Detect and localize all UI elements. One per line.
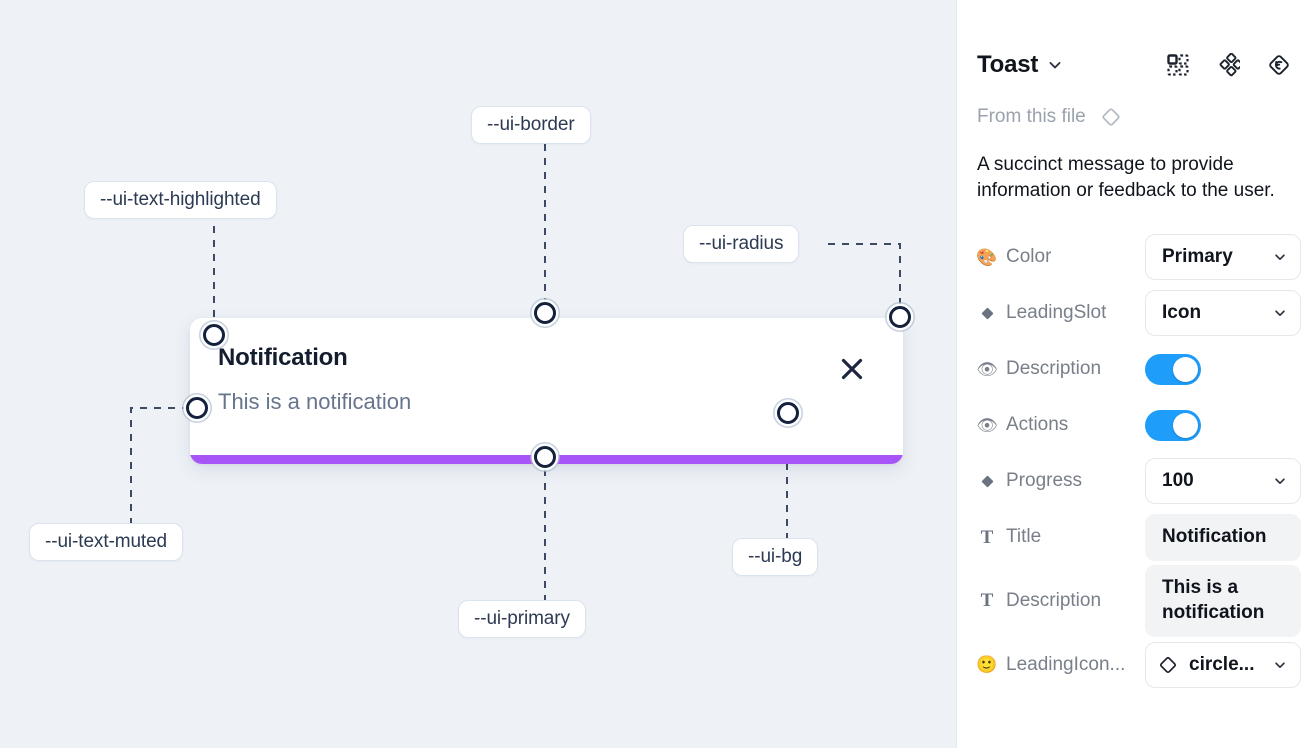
property-row-title: T Title Notification <box>977 509 1301 565</box>
description-input[interactable]: This is a notification <box>1145 565 1301 637</box>
diamond-icon <box>977 474 997 489</box>
component-cluster-icon[interactable] <box>1216 53 1240 77</box>
eye-emoji-icon: 👁 <box>977 359 998 379</box>
description-toggle[interactable] <box>1145 353 1201 385</box>
property-label-leading-icon: 🙂 LeadingIcon... <box>977 653 1126 675</box>
property-row-description-text: T Description This is a notification <box>977 565 1301 637</box>
panel-header: Toast <box>977 34 1292 96</box>
design-canvas[interactable]: Notification This is a notification --ui… <box>0 0 956 748</box>
from-this-file-label: From this file <box>977 106 1086 127</box>
page-title: Toast <box>977 51 1039 78</box>
property-label-title: T Title <box>977 526 1145 548</box>
text-t-icon: T <box>980 526 994 548</box>
property-label-description-text: T Description <box>977 590 1145 612</box>
variants-grid-icon[interactable] <box>1166 53 1190 77</box>
property-label-actions: 👁 Actions <box>977 414 1069 436</box>
smiley-emoji-icon: 🙂 <box>977 655 998 675</box>
property-row-actions: 👁 Actions <box>977 397 1292 453</box>
toast-description: This is a notification <box>218 388 412 414</box>
toggle-knob <box>1173 412 1198 438</box>
property-row-color: 🎨 Color Primary <box>977 229 1301 285</box>
progress-select[interactable]: 100 <box>1145 458 1301 505</box>
component-diamond-icon <box>1156 653 1180 677</box>
chevron-down-icon <box>1273 474 1287 488</box>
leading-icon-select[interactable]: circle... <box>1145 641 1301 688</box>
annotation-chip-ui-text-highlighted[interactable]: --ui-text-highlighted <box>84 181 277 219</box>
toast-title: Notification <box>218 344 348 371</box>
annotation-chip-ui-bg[interactable]: --ui-bg <box>732 538 819 576</box>
property-list: 🎨 Color Primary <box>977 229 1301 693</box>
eye-emoji-icon: 👁 <box>977 415 998 435</box>
property-row-leading-slot: LeadingSlot Icon <box>977 285 1301 341</box>
chevron-down-icon[interactable] <box>1047 57 1063 73</box>
node-handle-primary[interactable] <box>534 446 556 468</box>
property-row-description-visible: 👁 Description <box>977 341 1292 397</box>
annotation-chip-ui-text-muted[interactable]: --ui-text-muted <box>29 523 184 561</box>
node-handle-text-muted[interactable] <box>186 397 208 419</box>
toggle-knob <box>1173 356 1198 382</box>
annotation-chip-ui-primary[interactable]: --ui-primary <box>458 600 586 638</box>
properties-panel: Toast <box>956 0 1312 748</box>
reset-instance-icon[interactable] <box>1266 52 1292 78</box>
leading-slot-select[interactable]: Icon <box>1145 290 1301 337</box>
node-handle-bg[interactable] <box>777 402 799 424</box>
title-input[interactable]: Notification <box>1145 513 1301 561</box>
node-handle-radius[interactable] <box>889 306 911 328</box>
close-x-icon[interactable] <box>839 356 865 382</box>
text-t-icon: T <box>980 590 994 612</box>
property-label-color: 🎨 Color <box>977 246 1052 268</box>
property-label-leading-slot: LeadingSlot <box>977 302 1145 324</box>
annotation-chip-ui-radius[interactable]: --ui-radius <box>683 225 800 263</box>
node-handle-border[interactable] <box>534 302 556 324</box>
property-label-description-visible: 👁 Description <box>977 358 1102 380</box>
diamond-icon <box>977 306 997 321</box>
color-select[interactable]: Primary <box>1145 234 1301 281</box>
chevron-down-icon <box>1273 306 1287 320</box>
toast-component-preview[interactable]: Notification This is a notification <box>190 318 903 464</box>
toast-body: Notification This is a notification <box>190 318 903 464</box>
property-row-progress: Progress 100 <box>977 453 1301 509</box>
chevron-down-icon <box>1273 658 1287 672</box>
from-this-file-row[interactable]: From this file <box>977 104 1292 130</box>
component-diamond-icon <box>1098 104 1124 130</box>
node-handle-text-highlighted[interactable] <box>203 324 225 346</box>
chevron-down-icon <box>1273 250 1287 264</box>
actions-toggle[interactable] <box>1145 409 1201 441</box>
annotation-chip-ui-border[interactable]: --ui-border <box>471 106 591 144</box>
property-label-progress: Progress <box>977 470 1145 492</box>
palette-emoji-icon: 🎨 <box>977 247 998 267</box>
header-icon-group <box>1166 52 1292 78</box>
property-row-leading-icon: 🙂 LeadingIcon... circle... <box>977 637 1301 693</box>
component-description: A succinct message to provide informatio… <box>977 154 1275 201</box>
